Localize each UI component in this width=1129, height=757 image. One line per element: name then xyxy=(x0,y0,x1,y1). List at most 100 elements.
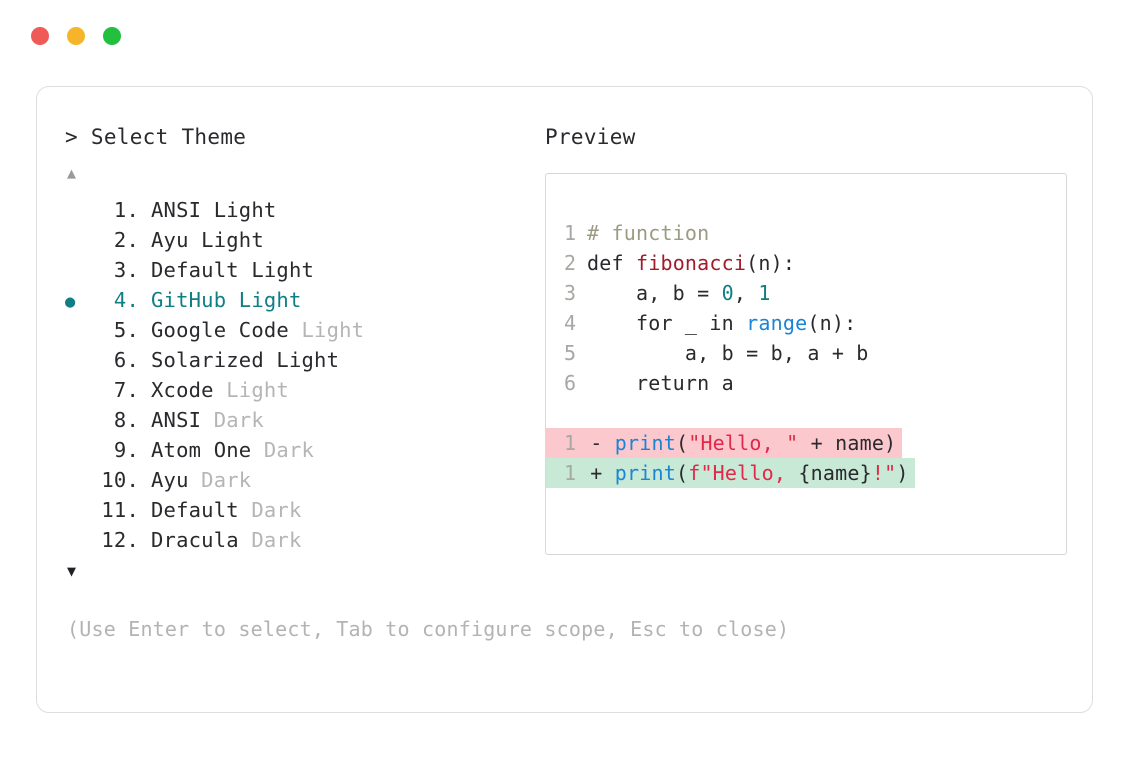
code-token-plain: (n): xyxy=(807,311,857,335)
bullet-placeholder xyxy=(65,347,93,377)
theme-item-variant: Light xyxy=(238,288,302,312)
theme-list-item[interactable]: 9. Atom One Dark xyxy=(65,435,543,465)
code-token-plain: {name} xyxy=(798,461,872,485)
keyboard-hint: (Use Enter to select, Tab to configure s… xyxy=(67,617,790,641)
code-token-str: f"Hello, xyxy=(688,461,799,485)
theme-item-variant: Dark xyxy=(251,528,302,552)
code-token-plain: , xyxy=(733,281,759,305)
window-minimize-button[interactable] xyxy=(67,27,85,45)
code-token-plain: ) xyxy=(896,461,909,485)
diff-removed-line: 1 - print("Hello, " + name) xyxy=(546,428,903,458)
code-line-number: 3 xyxy=(564,281,577,305)
code-token-plain: return a xyxy=(587,371,734,395)
theme-item-number: 12. xyxy=(101,528,139,552)
theme-item-number: 4. xyxy=(113,288,139,312)
code-line: 2 def fibonacci(n): xyxy=(546,248,1066,278)
code-token-num: 0 xyxy=(721,281,734,305)
theme-item-name: GitHub xyxy=(151,288,239,312)
page-title: > Select Theme xyxy=(65,125,247,149)
code-token-plain: for _ in xyxy=(587,311,747,335)
code-token-plain: ( xyxy=(675,461,689,485)
theme-item-variant: Dark xyxy=(213,408,264,432)
window-maximize-button[interactable] xyxy=(103,27,121,45)
code-line: 3 a, b = 0, 1 xyxy=(546,278,1066,308)
bullet-placeholder xyxy=(65,377,93,407)
theme-selector-card: > Select Theme ▲ 1.ANSI Light 2.Ayu Ligh… xyxy=(36,86,1093,713)
code-gutter-gap xyxy=(578,308,587,338)
theme-item-name: Solarized xyxy=(151,348,277,372)
preview-title: Preview xyxy=(545,125,636,149)
code-line-number: 6 xyxy=(564,371,577,395)
theme-item-number: 9. xyxy=(113,438,139,462)
code-token-comment: # function xyxy=(587,221,710,245)
theme-list-item[interactable]: 6. Solarized Light xyxy=(65,345,543,375)
diff-sign: + xyxy=(578,461,615,485)
code-gutter-gap xyxy=(578,248,587,278)
code-token-str: "Hello, " xyxy=(688,431,799,455)
theme-item-number: 7. xyxy=(113,378,139,402)
code-gutter-gap xyxy=(578,278,587,308)
bullet-placeholder xyxy=(65,497,93,527)
bullet-placeholder xyxy=(65,467,93,497)
theme-item-name: Ayu xyxy=(151,228,202,252)
theme-item-number: 11. xyxy=(101,498,139,522)
code-token-num: 1 xyxy=(758,281,771,305)
theme-list-item[interactable]: 8.ANSI Dark xyxy=(65,405,543,435)
theme-item-name: Dracula xyxy=(151,528,252,552)
theme-item-variant: Light xyxy=(201,228,264,252)
theme-list-item[interactable]: 11.Default Dark xyxy=(65,495,543,525)
theme-list-pane: > Select Theme ▲ 1.ANSI Light 2.Ayu Ligh… xyxy=(65,123,543,583)
theme-list-item[interactable]: 10.Ayu Dark xyxy=(65,465,543,495)
theme-list: 1.ANSI Light 2.Ayu Light 3.Default Light… xyxy=(65,195,543,555)
theme-item-name: Atom One xyxy=(151,438,264,462)
window-close-button[interactable] xyxy=(31,27,49,45)
bullet-placeholder xyxy=(65,437,93,467)
code-line-number: 1 xyxy=(564,221,577,245)
theme-item-name: Google Code xyxy=(151,318,302,342)
code-token-str: !" xyxy=(871,461,897,485)
diff-line-wrapper: 1 - print("Hello, " + name) xyxy=(546,428,1066,458)
theme-item-variant: Light xyxy=(301,318,365,342)
code-gutter-gap xyxy=(578,218,587,248)
theme-item-number: 3. xyxy=(113,258,139,282)
scroll-up-indicator-icon[interactable]: ▲ xyxy=(67,164,77,182)
theme-item-variant: Light xyxy=(276,348,340,372)
code-token-print: print xyxy=(614,431,676,455)
theme-item-variant: Dark xyxy=(263,438,315,462)
code-line-number: 2 xyxy=(564,251,577,275)
theme-item-name: Ayu xyxy=(151,468,202,492)
code-line-number: 1 xyxy=(564,461,577,485)
theme-item-number: 1. xyxy=(113,198,139,222)
theme-item-variant: Light xyxy=(251,258,315,282)
code-token-print: print xyxy=(614,461,676,485)
theme-item-variant: Light xyxy=(213,198,277,222)
code-token-plain: (n): xyxy=(746,251,796,275)
theme-list-item[interactable]: 3. Default Light xyxy=(65,255,543,285)
theme-item-number: 6. xyxy=(113,348,139,372)
bullet-placeholder xyxy=(65,257,93,287)
theme-list-item[interactable]: 5.Google Code Light xyxy=(65,315,543,345)
code-gutter-gap xyxy=(578,368,587,398)
code-token-fn: fibonacci xyxy=(635,251,747,275)
theme-list-item[interactable]: 2. Ayu Light xyxy=(65,225,543,255)
bullet-placeholder xyxy=(65,197,93,227)
code-token-plain: a, b = b, a + b xyxy=(587,341,869,365)
code-token-kw: def xyxy=(587,251,636,275)
theme-item-number: 2. xyxy=(113,228,139,252)
code-line: 1 # function xyxy=(546,218,1066,248)
theme-list-item[interactable]: 1.ANSI Light xyxy=(65,195,543,225)
scroll-down-indicator-icon[interactable]: ▼ xyxy=(67,562,77,580)
theme-list-item[interactable]: ●4.GitHub Light xyxy=(65,285,543,315)
code-blank-line xyxy=(546,398,1066,428)
theme-list-item[interactable]: 7.Xcode Light xyxy=(65,375,543,405)
diff-sign: - xyxy=(578,431,615,455)
code-token-builtin: range xyxy=(746,311,808,335)
code-line: 4 for _ in range(n): xyxy=(546,308,1066,338)
bullet-placeholder xyxy=(65,317,93,347)
code-line-number: 5 xyxy=(564,341,577,365)
theme-item-name: Default xyxy=(151,258,252,282)
theme-list-item[interactable]: 12. Dracula Dark xyxy=(65,525,543,555)
theme-item-name: ANSI xyxy=(151,408,214,432)
